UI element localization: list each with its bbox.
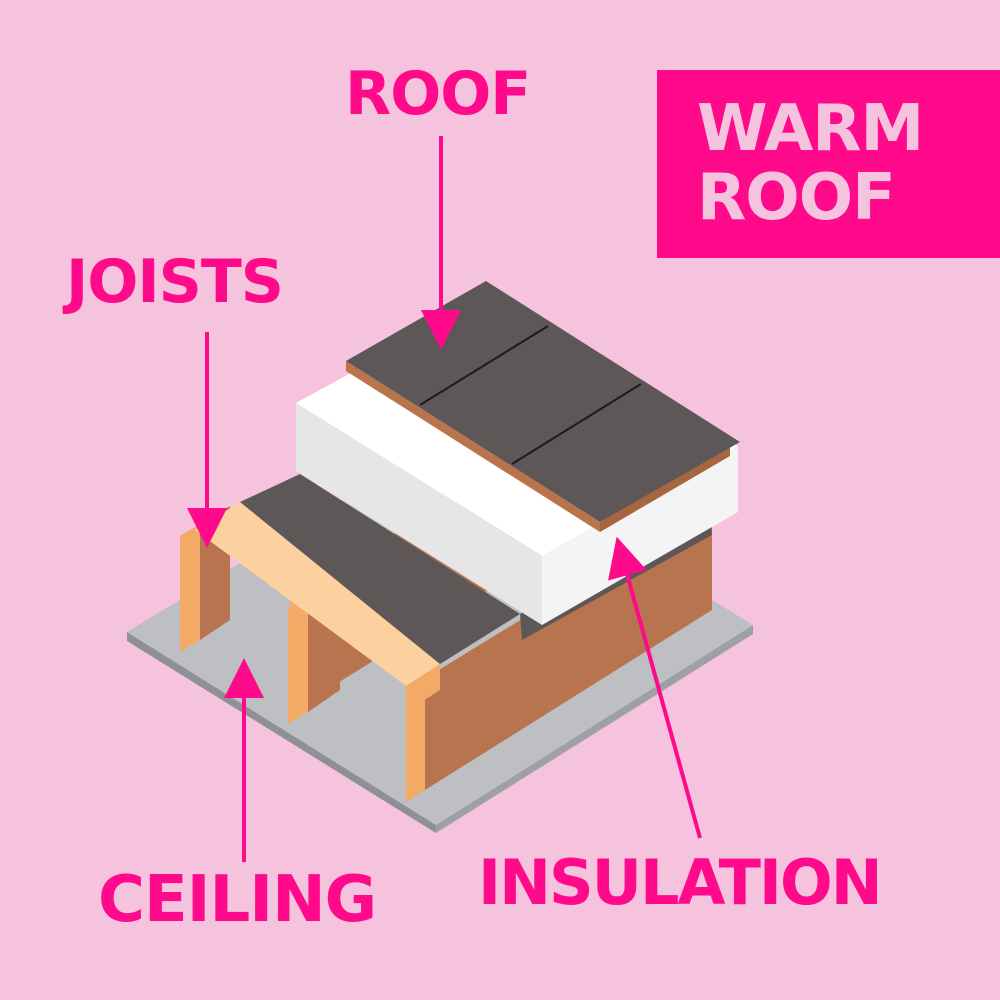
ceiling-label: CEILING	[98, 863, 377, 937]
joists-label: JOISTS	[66, 247, 284, 317]
title-box: WARM ROOF	[657, 70, 1000, 258]
insulation-label: INSULATION	[478, 846, 883, 919]
deck-board	[195, 502, 440, 712]
title-line-1: WARM	[697, 91, 924, 166]
arrow-insulation	[608, 536, 702, 839]
title-box-background	[657, 70, 1000, 258]
roof-label: ROOF	[345, 59, 531, 129]
title-line-2: ROOF	[697, 161, 896, 235]
